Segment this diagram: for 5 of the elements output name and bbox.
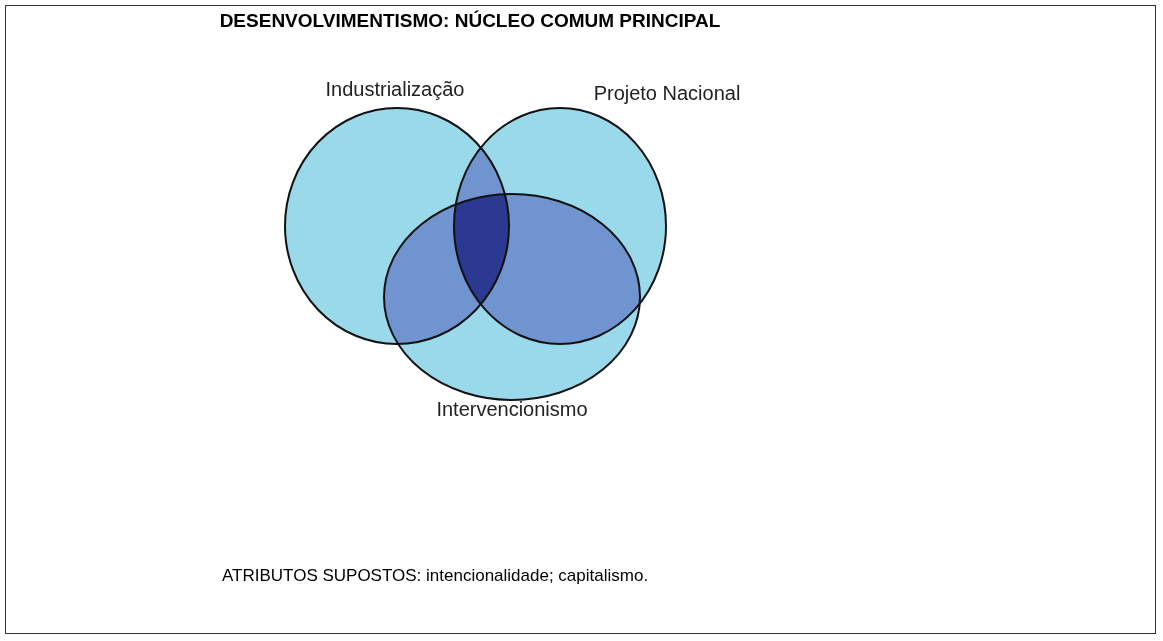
diagram-title: DESENVOLVIMENTISMO: NÚCLEO COMUM PRINCIPAL — [218, 10, 722, 32]
circle-label: Intervencionismo — [435, 398, 589, 421]
circle-label: Projeto Nacional — [592, 82, 742, 105]
note-text: ATRIBUTOS SUPOSTOS: intencionalidade; capitalismo. — [222, 566, 649, 586]
circle-label: Industrialização — [324, 78, 466, 101]
